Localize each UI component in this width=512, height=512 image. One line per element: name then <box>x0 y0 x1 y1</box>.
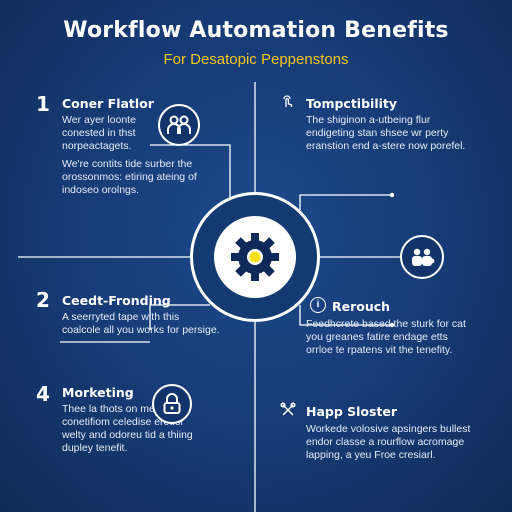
section-1-number: 1 <box>36 92 50 116</box>
tools-icon <box>280 402 296 416</box>
section-5-text: Thee la thots on merk conetifiom celedis… <box>62 403 193 454</box>
hub-inner-circle <box>214 216 296 298</box>
section-5-icon-circle <box>152 384 192 424</box>
section-3-text: A seerryted tape with this coalcole all … <box>62 311 220 336</box>
section-4-title: Rerouch <box>332 299 391 314</box>
team-icon <box>412 248 435 266</box>
section-2-title: Tompctibility <box>306 96 398 111</box>
section-6-text: Workede volosive apsingers bullest endor… <box>306 423 471 461</box>
section-1-icon-circle <box>158 104 200 146</box>
section-6-icon-box <box>280 402 296 418</box>
section-5-title: Morketing <box>62 385 134 400</box>
page-title: Workflow Automation Benefits <box>63 18 449 43</box>
lock-icon <box>163 393 181 414</box>
section-1-title: Coner Flatlor <box>62 96 154 111</box>
page-subtitle: For Desatopic Peppenstons <box>163 51 349 68</box>
section-4-icon-box: i <box>310 297 326 313</box>
section-5-number: 4 <box>36 382 50 406</box>
section-3-number: 2 <box>36 288 50 312</box>
touch-icon <box>283 95 293 107</box>
right-node-icon-circle <box>400 235 444 279</box>
section-2-icon-box <box>280 94 296 110</box>
central-hub <box>190 192 320 322</box>
info-icon: i <box>316 299 320 310</box>
section-1-text-secondary: We're contits tide surber the orossonmos… <box>62 158 197 196</box>
section-4-text: Feedhcrete based the sturk for cat you g… <box>306 318 466 356</box>
gear-icon <box>231 233 279 281</box>
section-3-title: Ceedt-Fronding <box>62 293 171 308</box>
section-2-text: The shiginon a-utbeing flur endigeting s… <box>306 114 466 152</box>
people-icon <box>167 115 191 134</box>
section-1-text: Wer ayer loonte conested in thst norpeac… <box>62 114 136 152</box>
section-6-title: Happ Sloster <box>306 404 398 419</box>
